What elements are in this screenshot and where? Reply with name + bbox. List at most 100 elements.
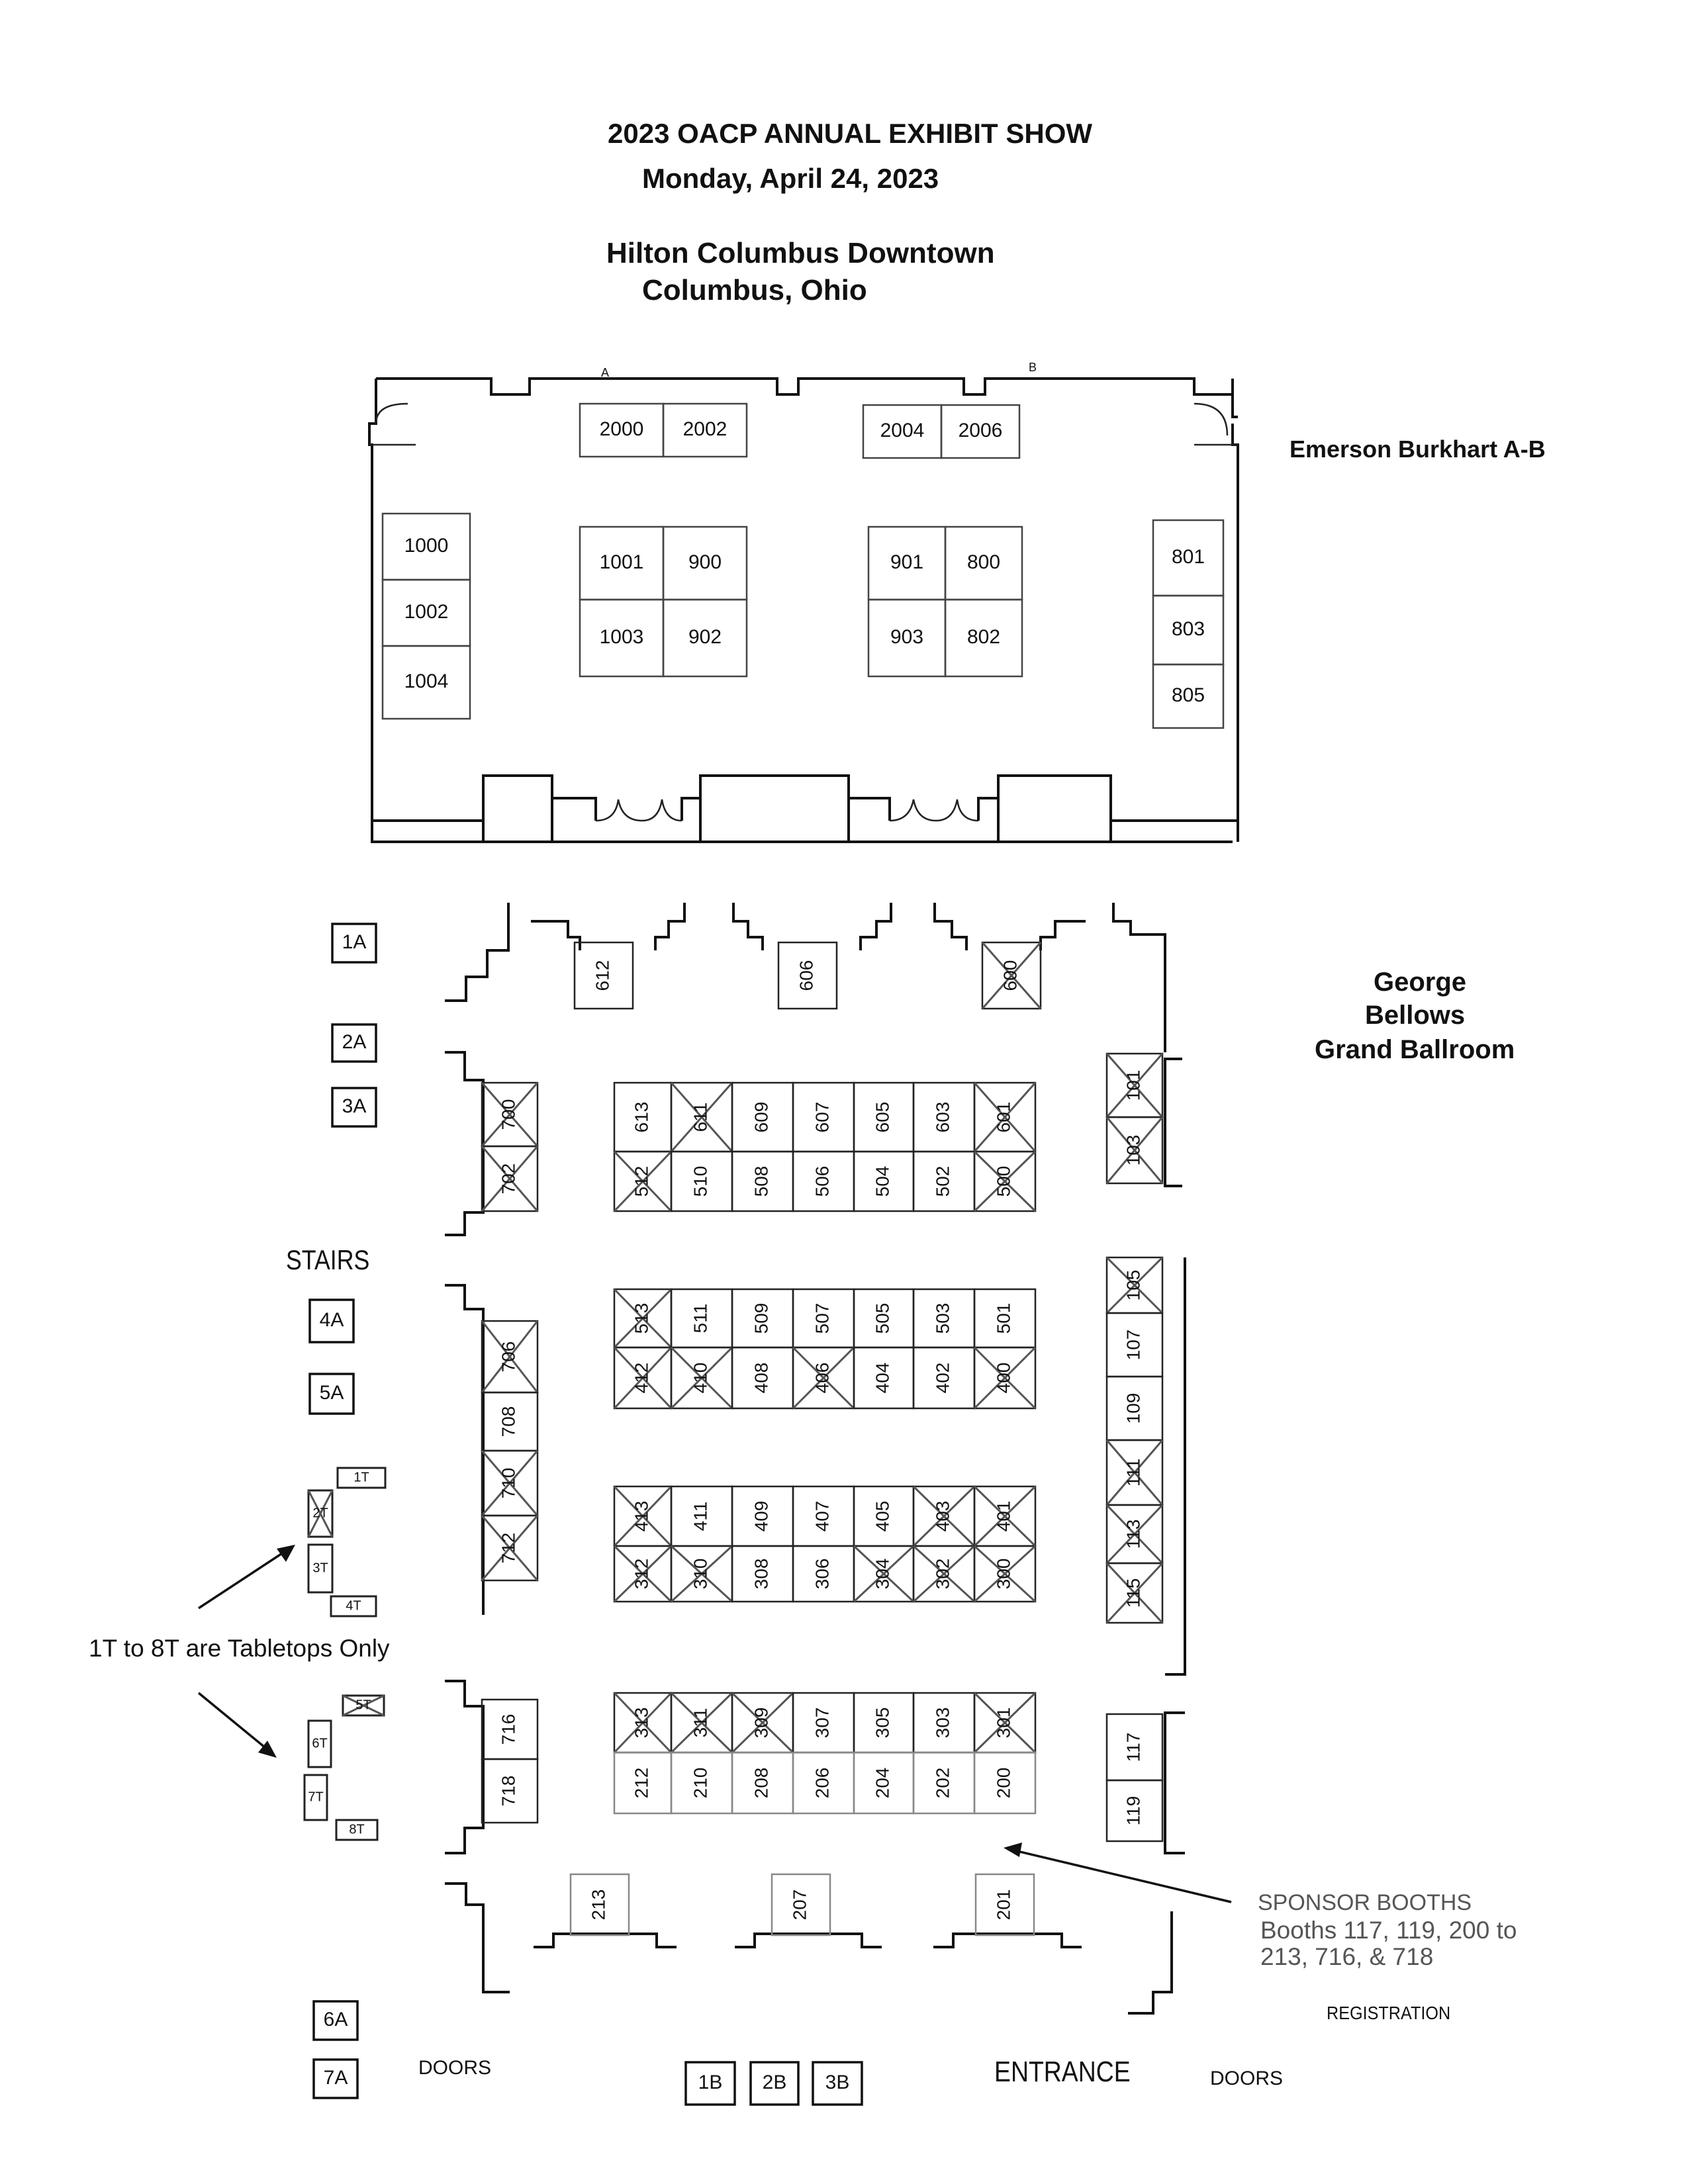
booth-513[interactable]: 513 — [613, 1288, 673, 1349]
booth-805[interactable]: 805 — [1152, 663, 1225, 729]
booth-712[interactable]: 712 — [481, 1514, 539, 1582]
booth-2000[interactable]: 2000 — [579, 402, 665, 458]
booth-303[interactable]: 303 — [912, 1692, 976, 1754]
booth-1001[interactable]: 1001 — [579, 525, 665, 601]
booth-1t[interactable]: 1T — [336, 1467, 387, 1489]
booth-202[interactable]: 202 — [912, 1751, 976, 1815]
booth-402[interactable]: 402 — [912, 1346, 976, 1410]
booth-200[interactable]: 200 — [973, 1751, 1037, 1815]
booth-311[interactable]: 311 — [670, 1692, 733, 1754]
booth-3a[interactable]: 3A — [331, 1087, 377, 1128]
booth-508[interactable]: 508 — [731, 1150, 794, 1212]
booth-3b[interactable]: 3B — [812, 2061, 863, 2106]
booth-2002[interactable]: 2002 — [662, 402, 748, 458]
booth-206[interactable]: 206 — [792, 1751, 855, 1815]
booth-500[interactable]: 500 — [973, 1150, 1037, 1212]
booth-109[interactable]: 109 — [1105, 1375, 1164, 1441]
booth-113[interactable]: 113 — [1105, 1504, 1164, 1565]
booth-600[interactable]: 600 — [981, 941, 1042, 1010]
booth-718[interactable]: 718 — [481, 1758, 539, 1824]
booth-902[interactable]: 902 — [662, 598, 748, 678]
booth-403[interactable]: 403 — [912, 1485, 976, 1547]
booth-605[interactable]: 605 — [853, 1081, 915, 1153]
booth-900[interactable]: 900 — [662, 525, 748, 601]
booth-1b[interactable]: 1B — [684, 2061, 736, 2106]
booth-3t[interactable]: 3T — [307, 1543, 334, 1594]
booth-6a[interactable]: 6A — [312, 2000, 359, 2041]
booth-2t[interactable]: 2T — [307, 1489, 334, 1538]
booth-1004[interactable]: 1004 — [381, 645, 471, 720]
booth-5a[interactable]: 5A — [308, 1373, 355, 1415]
booth-507[interactable]: 507 — [792, 1288, 855, 1349]
booth-2b[interactable]: 2B — [749, 2061, 800, 2106]
booth-511[interactable]: 511 — [670, 1288, 733, 1349]
booth-505[interactable]: 505 — [853, 1288, 915, 1349]
booth-503[interactable]: 503 — [912, 1288, 976, 1349]
booth-7a[interactable]: 7A — [312, 2058, 359, 2099]
booth-1002[interactable]: 1002 — [381, 578, 471, 647]
booth-613[interactable]: 613 — [613, 1081, 673, 1153]
booth-304[interactable]: 304 — [853, 1545, 915, 1603]
booth-103[interactable]: 103 — [1105, 1116, 1164, 1185]
booth-801[interactable]: 801 — [1152, 519, 1225, 597]
booth-309[interactable]: 309 — [731, 1692, 794, 1754]
booth-612[interactable]: 612 — [573, 941, 634, 1010]
booth-111[interactable]: 111 — [1105, 1439, 1164, 1506]
booth-708[interactable]: 708 — [481, 1391, 539, 1452]
booth-406[interactable]: 406 — [792, 1346, 855, 1410]
booth-307[interactable]: 307 — [792, 1692, 855, 1754]
booth-607[interactable]: 607 — [792, 1081, 855, 1153]
booth-1000[interactable]: 1000 — [381, 512, 471, 581]
booth-5t[interactable]: 5T — [342, 1694, 385, 1717]
booth-201[interactable]: 201 — [974, 1873, 1035, 1936]
booth-404[interactable]: 404 — [853, 1346, 915, 1410]
booth-212[interactable]: 212 — [613, 1751, 673, 1815]
booth-300[interactable]: 300 — [973, 1545, 1037, 1603]
booth-117[interactable]: 117 — [1105, 1713, 1164, 1782]
booth-802[interactable]: 802 — [944, 598, 1023, 678]
booth-8t[interactable]: 8T — [335, 1819, 379, 1841]
booth-302[interactable]: 302 — [912, 1545, 976, 1603]
booth-4t[interactable]: 4T — [330, 1595, 377, 1617]
booth-901[interactable]: 901 — [867, 525, 947, 601]
booth-512[interactable]: 512 — [613, 1150, 673, 1212]
booth-702[interactable]: 702 — [481, 1145, 539, 1212]
booth-408[interactable]: 408 — [731, 1346, 794, 1410]
booth-504[interactable]: 504 — [853, 1150, 915, 1212]
booth-308[interactable]: 308 — [731, 1545, 794, 1603]
booth-606[interactable]: 606 — [777, 941, 838, 1010]
booth-101[interactable]: 101 — [1105, 1052, 1164, 1118]
booth-700[interactable]: 700 — [481, 1081, 539, 1148]
booth-800[interactable]: 800 — [944, 525, 1023, 601]
booth-1003[interactable]: 1003 — [579, 598, 665, 678]
booth-501[interactable]: 501 — [973, 1288, 1037, 1349]
booth-213[interactable]: 213 — [569, 1873, 630, 1936]
booth-305[interactable]: 305 — [853, 1692, 915, 1754]
booth-107[interactable]: 107 — [1105, 1312, 1164, 1378]
booth-204[interactable]: 204 — [853, 1751, 915, 1815]
booth-506[interactable]: 506 — [792, 1150, 855, 1212]
booth-411[interactable]: 411 — [670, 1485, 733, 1547]
booth-510[interactable]: 510 — [670, 1150, 733, 1212]
booth-208[interactable]: 208 — [731, 1751, 794, 1815]
booth-105[interactable]: 105 — [1105, 1256, 1164, 1314]
booth-611[interactable]: 611 — [670, 1081, 733, 1153]
booth-401[interactable]: 401 — [973, 1485, 1037, 1547]
booth-1a[interactable]: 1A — [331, 923, 377, 964]
booth-210[interactable]: 210 — [670, 1751, 733, 1815]
booth-716[interactable]: 716 — [481, 1698, 539, 1760]
booth-405[interactable]: 405 — [853, 1485, 915, 1547]
booth-2004[interactable]: 2004 — [862, 404, 943, 459]
booth-310[interactable]: 310 — [670, 1545, 733, 1603]
booth-410[interactable]: 410 — [670, 1346, 733, 1410]
booth-509[interactable]: 509 — [731, 1288, 794, 1349]
booth-119[interactable]: 119 — [1105, 1779, 1164, 1843]
booth-207[interactable]: 207 — [771, 1873, 831, 1936]
booth-412[interactable]: 412 — [613, 1346, 673, 1410]
booth-4a[interactable]: 4A — [308, 1298, 355, 1343]
booth-706[interactable]: 706 — [481, 1320, 539, 1394]
booth-710[interactable]: 710 — [481, 1449, 539, 1517]
booth-803[interactable]: 803 — [1152, 594, 1225, 666]
booth-115[interactable]: 115 — [1105, 1562, 1164, 1624]
booth-407[interactable]: 407 — [792, 1485, 855, 1547]
